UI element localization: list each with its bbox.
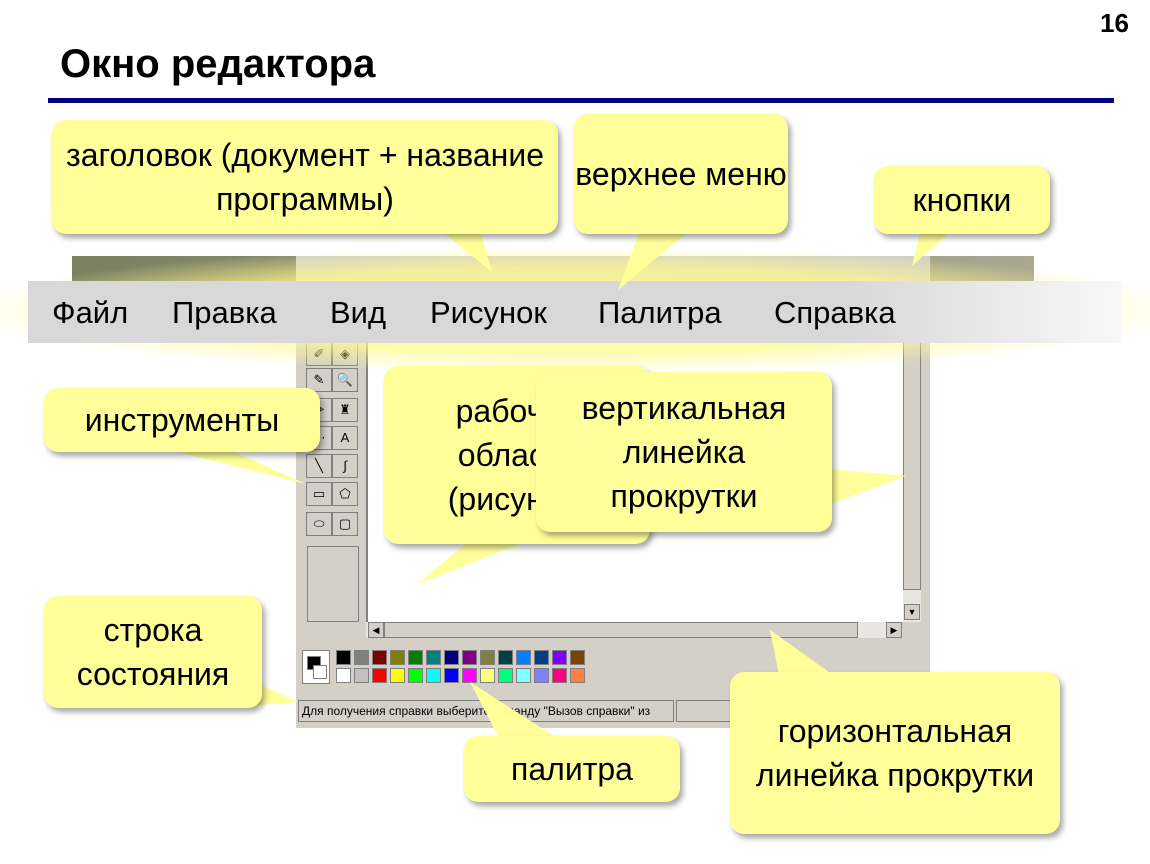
current-colors-box[interactable]	[302, 650, 330, 684]
tool-options-panel[interactable]	[307, 546, 359, 622]
line-tool-icon[interactable]: ╲	[306, 454, 332, 478]
menu-help[interactable]: Справка	[774, 295, 896, 330]
palette-swatch[interactable]	[408, 650, 423, 665]
vertical-scrollbar-callout: вертикальная линейка прокрутки	[536, 372, 832, 532]
background-color	[313, 665, 327, 679]
palette-swatch[interactable]	[426, 668, 441, 683]
palette-swatch[interactable]	[444, 650, 459, 665]
tools-callout-pointer	[170, 450, 306, 484]
hscroll-callout-pointer	[770, 630, 840, 680]
text-tool-icon[interactable]: A	[332, 426, 358, 450]
palette-swatch[interactable]	[480, 668, 495, 683]
title-bar-callout: заголовок (документ + название программы…	[52, 120, 558, 234]
palette-callout-pointer	[470, 682, 560, 740]
menu-edit[interactable]: Правка	[172, 295, 277, 330]
palette-swatch[interactable]	[354, 668, 369, 683]
menu-bar	[28, 281, 1122, 343]
scroll-left-button[interactable]: ◀	[368, 622, 384, 638]
palette-swatch[interactable]	[426, 650, 441, 665]
menu-view[interactable]: Вид	[330, 295, 387, 330]
palette-swatch[interactable]	[408, 668, 423, 683]
palette-swatch[interactable]	[498, 650, 513, 665]
palette-swatch[interactable]	[336, 650, 351, 665]
palette-swatch[interactable]	[462, 650, 477, 665]
color-picker-tool-icon[interactable]: ✎	[306, 368, 332, 392]
palette-swatch[interactable]	[372, 650, 387, 665]
palette-swatch[interactable]	[336, 668, 351, 683]
vscroll-callout-pointer	[820, 468, 906, 508]
top-menu-callout: верхнее меню	[574, 114, 788, 234]
palette-swatch[interactable]	[570, 668, 585, 683]
curve-tool-icon[interactable]: ∫	[332, 454, 358, 478]
menu-image[interactable]: Рисунок	[430, 295, 547, 330]
palette-swatch[interactable]	[390, 668, 405, 683]
palette-swatch[interactable]	[444, 668, 459, 683]
palette-swatch[interactable]	[516, 650, 531, 665]
brush-tool-icon[interactable]: ♜	[332, 398, 358, 422]
status-callout-pointer	[250, 680, 298, 706]
palette-swatch[interactable]	[372, 668, 387, 683]
rectangle-tool-icon[interactable]: ▭	[306, 482, 332, 506]
scroll-right-button[interactable]: ▶	[886, 622, 902, 638]
horizontal-scroll-thumb[interactable]	[384, 622, 858, 638]
menu-callout-pointer	[618, 230, 690, 290]
palette-swatch[interactable]	[552, 668, 567, 683]
title-callout-pointer	[440, 230, 492, 272]
horizontal-scrollbar-callout: горизонтальная линейка прокрутки	[730, 672, 1060, 834]
slide-title: Окно редактора	[60, 42, 376, 86]
menu-palette[interactable]: Палитра	[598, 295, 722, 330]
palette-swatch[interactable]	[480, 650, 495, 665]
polygon-tool-icon[interactable]: ⬠	[332, 482, 358, 506]
tools-callout: инструменты	[44, 388, 320, 452]
workarea-callout-pointer	[418, 540, 530, 584]
palette-swatch[interactable]	[570, 650, 585, 665]
title-underline	[48, 98, 1114, 103]
palette-swatch[interactable]	[552, 650, 567, 665]
menu-file[interactable]: Файл	[52, 295, 129, 330]
palette-swatch[interactable]	[516, 668, 531, 683]
palette-swatch[interactable]	[354, 650, 369, 665]
palette-swatch[interactable]	[534, 668, 549, 683]
palette-swatch[interactable]	[498, 668, 513, 683]
status-line-callout: строка состояния	[44, 596, 262, 708]
palette-swatch[interactable]	[390, 650, 405, 665]
ellipse-tool-icon[interactable]: ⬭	[306, 512, 332, 536]
buttons-callout-pointer	[912, 232, 950, 266]
palette-swatch[interactable]	[534, 650, 549, 665]
rounded-rectangle-tool-icon[interactable]: ▢	[332, 512, 358, 536]
slide-number: 16	[1100, 8, 1129, 38]
palette-callout: палитра	[464, 736, 680, 802]
scroll-down-button[interactable]: ▼	[904, 604, 920, 620]
color-palette	[300, 644, 600, 688]
buttons-callout: кнопки	[874, 166, 1050, 234]
palette-swatch[interactable]	[462, 668, 477, 683]
